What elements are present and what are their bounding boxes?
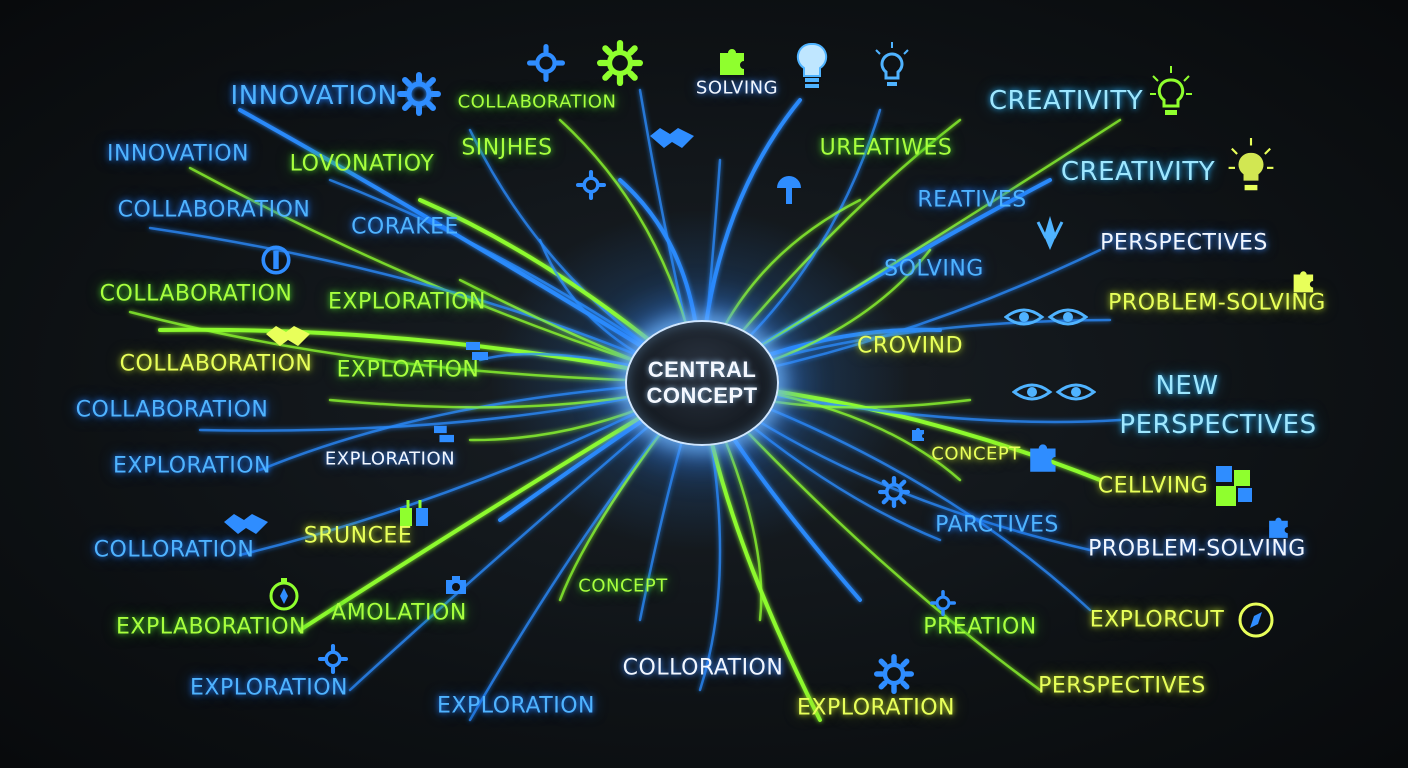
gear-icon <box>397 72 441 116</box>
label-explaboration[interactable]: EXPLABORATION <box>115 614 307 640</box>
compass-icon <box>269 578 299 611</box>
label-innovation-top[interactable]: INNOVATION <box>230 81 398 111</box>
label-ureatiwes[interactable]: UREATIWES <box>819 135 953 161</box>
gear-icon <box>318 644 348 674</box>
label-exploration[interactable]: EXPLORATION <box>797 695 955 721</box>
label-perspectives[interactable]: PERSPECTIVES <box>1038 673 1206 699</box>
label-exploration[interactable]: EXPLORATION <box>328 289 486 315</box>
label-sruncee[interactable]: SRUNCEE <box>303 523 413 549</box>
gear-icon <box>874 654 914 694</box>
tree-icon <box>400 500 428 526</box>
label-parctives[interactable]: PARCTIVES <box>935 512 1059 538</box>
central-concept-line1: CENTRAL <box>647 357 757 382</box>
label-colloration[interactable]: COLLORATION <box>622 655 784 681</box>
label-preation[interactable]: PREATION <box>923 614 1037 640</box>
label-solving[interactable]: SOLVING <box>695 77 779 99</box>
label-creativity[interactable]: CREATIVITY <box>988 86 1144 116</box>
flag-icon <box>434 425 454 443</box>
label-explorcut[interactable]: EXPLORCUT <box>1089 607 1225 633</box>
label-cellving[interactable]: CELLVING <box>1097 473 1209 499</box>
label-colloration[interactable]: COLLORATION <box>93 537 255 563</box>
label-exploration[interactable]: EXPLORATION <box>437 693 595 719</box>
gear-icon <box>261 245 291 275</box>
label-exploation[interactable]: EXPLOATION <box>336 357 480 383</box>
label-corakee[interactable]: CORAKEE <box>351 214 459 240</box>
label-crovind[interactable]: CROVIND <box>856 333 964 359</box>
handshake-icon <box>266 326 310 346</box>
branch-line <box>348 380 702 692</box>
label-problem-solving[interactable]: PROBLEM-SOLVING <box>1088 536 1306 562</box>
label-perspectives[interactable]: PERSPECTIVES <box>1119 410 1317 440</box>
eye-icon <box>1004 308 1088 326</box>
lightbulb-icon <box>1150 66 1192 115</box>
label-exploration[interactable]: EXPLORATION <box>113 453 271 479</box>
central-concept-node[interactable]: CENTRAL CONCEPT <box>625 320 779 446</box>
central-concept-line2: CONCEPT <box>646 383 758 408</box>
puzzle-icon <box>912 428 924 441</box>
eye-icon <box>1012 383 1096 401</box>
label-lovonatioy[interactable]: LOVONATIOY <box>289 151 435 177</box>
label-exploration[interactable]: EXPLORATION <box>190 675 348 701</box>
lightbulb-icon <box>875 42 909 86</box>
lightbulb-icon <box>796 42 828 88</box>
label-reatives[interactable]: REATIVES <box>917 187 1027 213</box>
label-new[interactable]: NEW <box>1155 371 1219 401</box>
flag-icon <box>466 342 488 360</box>
lightbulb-icon <box>1228 138 1274 191</box>
handshake-icon <box>650 128 694 148</box>
label-innovation[interactable]: INNOVATION <box>106 141 250 167</box>
label-collaboration[interactable]: COLLABORATION <box>75 397 269 423</box>
label-collaboration[interactable]: COLLABORATION <box>99 281 293 307</box>
handshake-icon <box>224 514 268 534</box>
label-perspectives[interactable]: PERSPECTIVES <box>1100 230 1268 256</box>
gear-icon <box>878 476 910 508</box>
gear-icon <box>597 40 643 86</box>
puzzle-icon <box>1216 466 1252 506</box>
label-collaboration[interactable]: COLLABORATION <box>457 91 617 113</box>
branch-line <box>158 327 702 384</box>
camera-icon <box>446 576 466 594</box>
label-collaboration[interactable]: COLLABORATION <box>117 197 311 223</box>
label-amolation[interactable]: AMOLATION <box>331 600 467 626</box>
label-solving[interactable]: SOLVING <box>884 256 984 282</box>
puzzle-icon <box>720 49 744 75</box>
compass-icon <box>1238 602 1274 638</box>
gear-icon <box>576 170 606 200</box>
mushroom-icon <box>777 176 801 204</box>
label-creativity[interactable]: CREATIVITY <box>1060 157 1216 187</box>
puzzle-icon <box>1030 444 1056 472</box>
label-collaboration[interactable]: COLLABORATION <box>119 351 313 377</box>
puzzle-icon <box>1293 271 1314 293</box>
gear-icon <box>930 590 956 616</box>
label-exploration[interactable]: EXPLORATION <box>324 448 456 470</box>
rocket-icon <box>1036 216 1064 250</box>
label-concept[interactable]: CONCEPT <box>578 575 668 597</box>
puzzle-icon <box>1269 517 1288 538</box>
gear-icon <box>527 44 565 82</box>
label-problem-solving[interactable]: PROBLEM-SOLVING <box>1108 290 1326 316</box>
label-concept[interactable]: CONCEPT <box>931 443 1021 465</box>
label-sinjhes[interactable]: SINJHES <box>461 135 553 161</box>
